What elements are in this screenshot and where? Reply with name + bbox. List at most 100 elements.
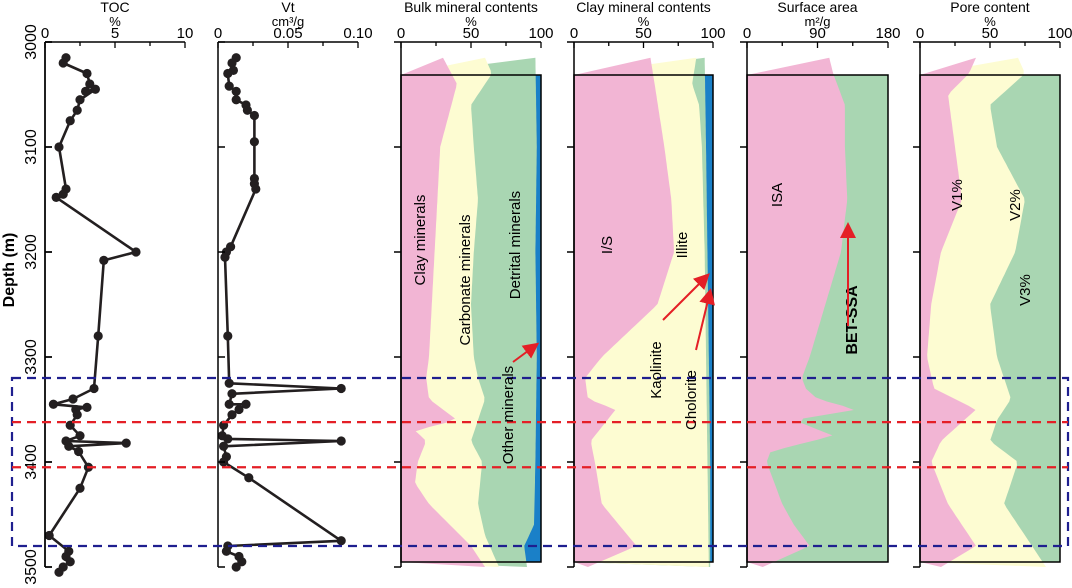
toc-point-17: [68, 394, 78, 404]
toc-point-26: [64, 441, 74, 451]
clay-panel-unit: %: [638, 14, 650, 29]
pore-tick-label-0: 0: [916, 25, 924, 42]
label-is: I/S: [599, 236, 616, 254]
toc-point-5: [90, 84, 100, 94]
vt-point-16: [220, 252, 230, 262]
surface-tick-label-1: 90: [809, 25, 826, 42]
y-axis-label: Depth (m): [1, 233, 18, 308]
vt-point-28: [336, 436, 346, 446]
vt-point-20: [227, 389, 237, 399]
clay-area-i-s: [574, 57, 674, 568]
toc-panel-title: TOC: [100, 0, 129, 15]
vt-tick-label-0: 0: [214, 25, 222, 42]
toc-point-1: [58, 58, 68, 68]
vt-tick-label-1: 0.05: [273, 25, 302, 42]
toc-point-27: [74, 446, 84, 457]
toc-tick-label-0: 0: [41, 25, 49, 42]
pore-panel-title: Pore content: [950, 0, 1029, 15]
surface-tick-label-0: 0: [743, 25, 751, 42]
vt-tick-label-2: 0.10: [343, 25, 372, 42]
toc-point-4: [81, 86, 91, 96]
vt-point-24: [227, 410, 237, 420]
label-v1: V1%: [949, 179, 966, 211]
toc-point-21: [72, 410, 82, 420]
toc-point-12: [51, 192, 61, 202]
y-tick-label-3400: 3400: [23, 444, 40, 480]
bulk-panel-unit: %: [465, 14, 477, 29]
vt-point-6: [231, 95, 241, 105]
label-v2: V2%: [1007, 189, 1024, 221]
highlight-box-blue: [10, 376, 1070, 548]
bulk-area-clay-minerals: [401, 57, 485, 568]
area-fills-layer: [401, 57, 1060, 568]
y-tick-label-3300: 3300: [23, 339, 40, 375]
pore-tick-label-2: 100: [1047, 25, 1072, 42]
surface-area-isa: [747, 57, 854, 568]
toc-panel-unit: %: [109, 14, 121, 29]
toc-point-16: [89, 383, 99, 394]
vt-point-19: [336, 383, 346, 394]
toc-point-11: [58, 189, 68, 199]
arrow-cholorite: [695, 288, 715, 351]
pore-area-v1-: [920, 57, 976, 568]
toc-point-7: [72, 105, 82, 115]
clay-tick-label-1: 50: [635, 25, 652, 42]
label-kaolinite: Kaolinite: [648, 341, 665, 399]
toc-point-2: [82, 68, 92, 79]
vt-point-4: [224, 81, 234, 91]
vt-point-9: [249, 110, 259, 121]
highlight-boxes-layer: [10, 376, 1070, 548]
vt-point-23: [234, 404, 244, 415]
vt-point-18: [224, 378, 234, 388]
toc-point-25: [121, 438, 131, 448]
vt-point-8: [242, 105, 252, 115]
vt-point-29: [219, 441, 229, 451]
label-carbonate-minerals: Carbonate minerals: [457, 215, 474, 346]
vt-series-line: [220, 56, 343, 568]
toc-point-8: [65, 116, 75, 126]
toc-point-23: [75, 431, 85, 441]
vt-point-21: [224, 399, 234, 409]
vt-point-5: [231, 86, 241, 96]
toc-point-9: [54, 142, 64, 152]
vt-point-13: [251, 184, 261, 194]
surface-panel-unit: m²/g: [805, 14, 831, 29]
toc-point-14: [99, 255, 109, 265]
toc-point-13: [131, 247, 141, 257]
vt-point-3: [223, 68, 233, 79]
surface-panel-title: Surface area: [777, 0, 857, 15]
toc-point-33: [65, 557, 75, 567]
label-illite: Illite: [674, 232, 691, 259]
label-cholorite: Cholorite: [683, 370, 700, 430]
vt-point-1: [227, 58, 237, 68]
bulk-tick-label-0: 0: [397, 25, 405, 42]
toc-tick-label-1: 5: [111, 25, 119, 42]
vt-point-22: [241, 399, 251, 409]
bulk-tick-label-2: 100: [528, 25, 553, 42]
arrow-kaolinite: [662, 273, 710, 321]
toc-point-35: [54, 567, 64, 577]
vt-point-38: [231, 562, 241, 572]
y-tick-label-3500: 3500: [23, 549, 40, 585]
vt-panel-title: Vt: [281, 0, 294, 15]
toc-point-19: [82, 402, 92, 412]
clay-panel-title: Clay mineral contents: [576, 0, 711, 15]
pore-panel-unit: %: [984, 14, 996, 29]
toc-series-line: [47, 57, 138, 574]
label-v3: V3%: [1017, 274, 1034, 306]
toc-tick-label-2: 10: [177, 25, 194, 42]
y-tick-label-3200: 3200: [23, 234, 40, 270]
label-other-minerals: Other minerals: [500, 366, 517, 464]
arrow-other-minerals: [512, 342, 540, 363]
label-detrital-minerals: Detrital minerals: [507, 191, 524, 299]
toc-point-29: [75, 483, 85, 493]
vt-point-10: [249, 137, 259, 147]
label-clay-minerals: Clay minerals: [412, 195, 429, 286]
vt-panel-unit: cm³/g: [272, 14, 305, 29]
toc-point-6: [75, 95, 85, 105]
vt-point-32: [244, 473, 254, 483]
toc-point-15: [93, 331, 103, 341]
toc-point-30: [44, 530, 54, 541]
